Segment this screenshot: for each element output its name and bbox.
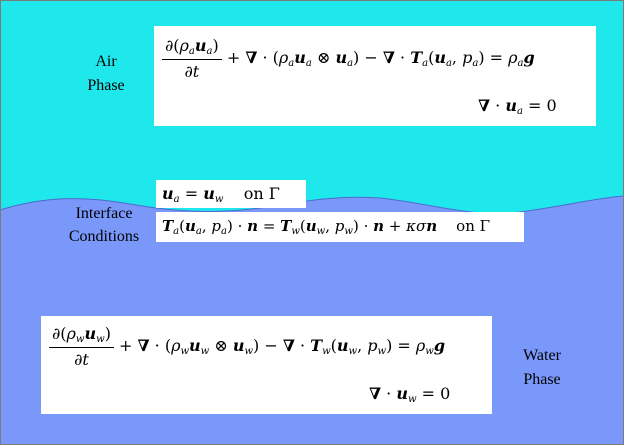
- air-time-derivative: ∂(ρaua) ∂t: [162, 36, 222, 81]
- water-phase-label: Water Phase: [508, 344, 576, 392]
- water-equations-box: ∂(ρwuw) ∂t + ∇ · (ρwuw ⊗ uw) − ∇ · Tw(uw…: [41, 316, 492, 414]
- air-phase-label-line1: Air: [95, 53, 117, 70]
- interface-velocity-equation: ua = uw on Γ: [162, 184, 280, 205]
- air-phase-label: Air Phase: [76, 50, 136, 98]
- interface-velocity-box: ua = uw on Γ: [156, 180, 306, 208]
- water-time-derivative: ∂(ρwuw) ∂t: [49, 324, 114, 369]
- interface-conditions-label-line1: Interface: [75, 205, 133, 222]
- water-phase-label-line1: Water: [523, 347, 561, 364]
- interface-conditions-label-line2: Conditions: [68, 228, 140, 245]
- interface-conditions-label: Interface Conditions: [56, 202, 152, 248]
- water-momentum-equation: ∂(ρwuw) ∂t + ∇ · (ρwuw ⊗ uw) − ∇ · Tw(uw…: [49, 324, 445, 369]
- air-continuity-equation: ∇ · ua = 0: [478, 96, 557, 117]
- interface-stress-equation: Ta(ua, pa) · n = Tw(uw, pw) · n + κσn on…: [162, 217, 491, 237]
- interface-stress-box: Ta(ua, pa) · n = Tw(uw, pw) · n + κσn on…: [156, 212, 524, 242]
- water-continuity-equation: ∇ · uw = 0: [369, 384, 451, 405]
- water-phase-label-line2: Phase: [523, 371, 561, 388]
- interface-line: [0, 195, 624, 214]
- air-phase-label-line2: Phase: [87, 77, 125, 94]
- air-equations-box: ∂(ρaua) ∂t + ∇ · (ρaua ⊗ ua) − ∇ · Ta(ua…: [154, 26, 596, 126]
- air-momentum-equation: ∂(ρaua) ∂t + ∇ · (ρaua ⊗ ua) − ∇ · Ta(ua…: [162, 36, 535, 81]
